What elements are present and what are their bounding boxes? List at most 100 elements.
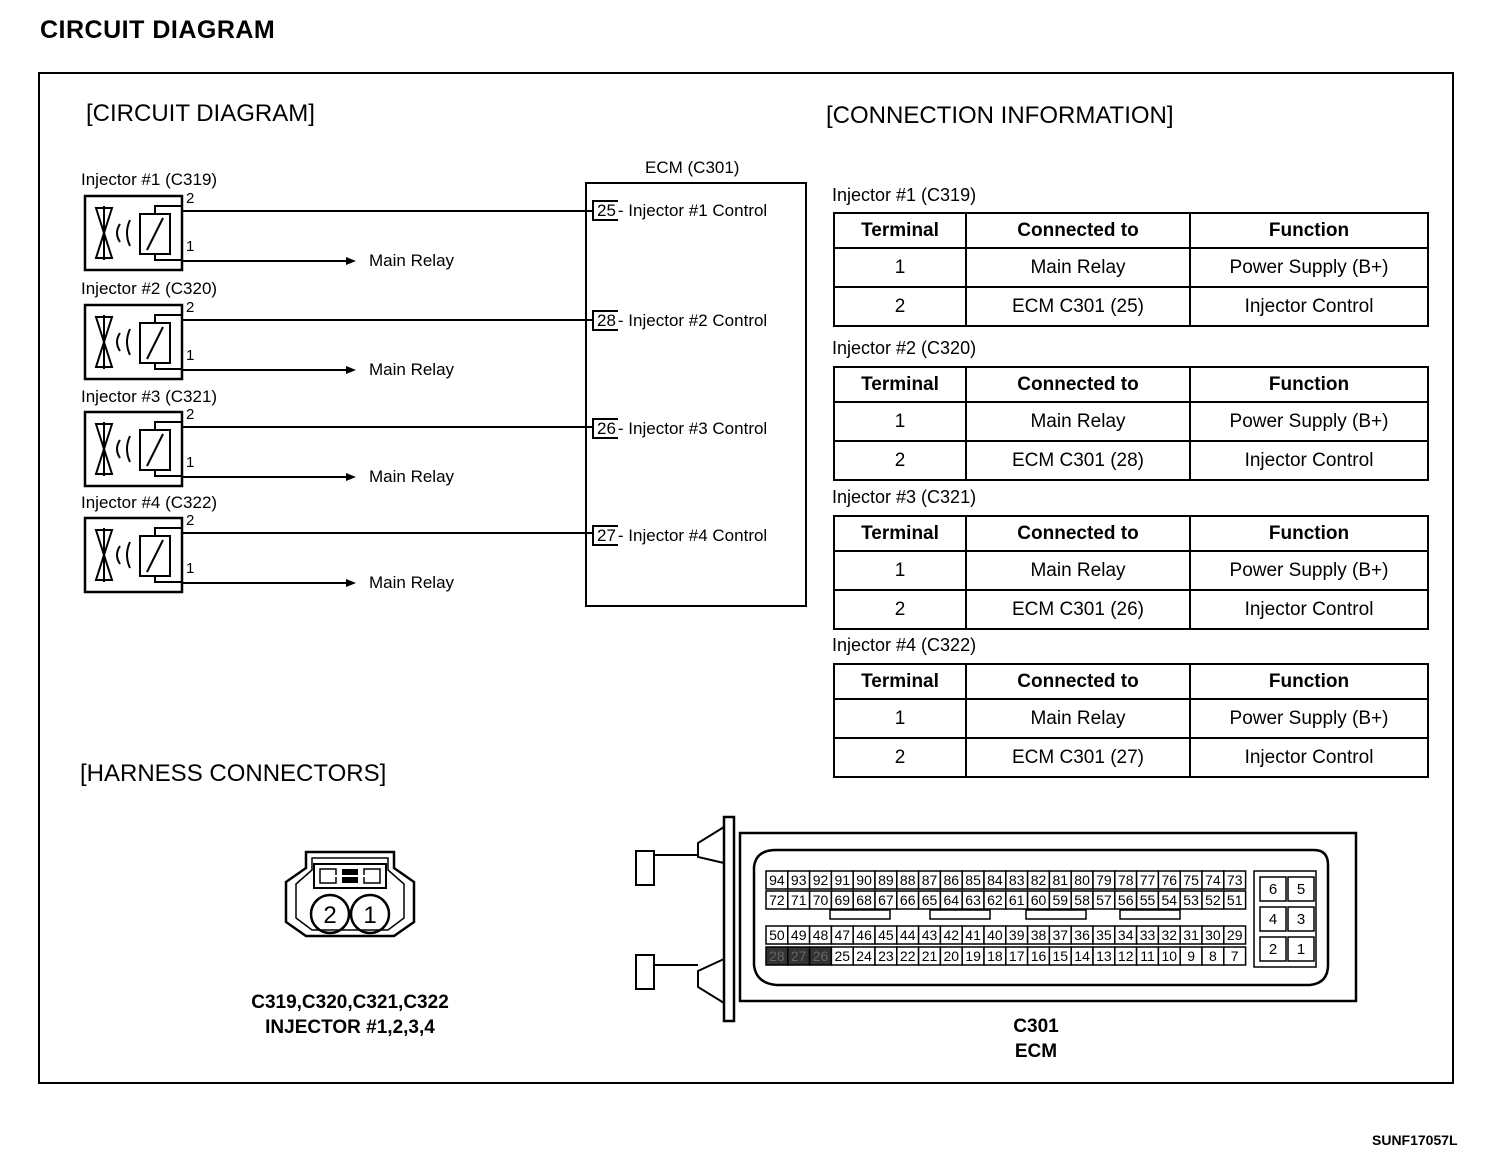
cell-function: Power Supply (B+) bbox=[1189, 698, 1429, 739]
ecm-pin-label: 14 bbox=[1074, 948, 1090, 964]
ecm-pin-label: 20 bbox=[944, 948, 960, 964]
relay-arrow-icon bbox=[346, 366, 356, 374]
ecm-pin-label: 15 bbox=[1053, 948, 1069, 964]
ecm-side-pin-label: 1 bbox=[1297, 941, 1305, 958]
injector-1-relay-label: Main Relay bbox=[369, 251, 455, 270]
header-connected: Connected to bbox=[965, 366, 1191, 403]
ecm-pin-label: 80 bbox=[1074, 872, 1090, 888]
ecm-pin-label: 75 bbox=[1183, 872, 1199, 888]
header-function: Function bbox=[1189, 366, 1429, 403]
ecm-pin-label: 66 bbox=[900, 892, 916, 908]
header-connected: Connected to bbox=[965, 212, 1191, 249]
ecm-pin-number: 26 bbox=[592, 418, 618, 439]
ecm-pin-label: 56 bbox=[1118, 892, 1134, 908]
ecm-pin-label: 37 bbox=[1053, 927, 1069, 943]
ecm-pin-label: 10 bbox=[1162, 948, 1178, 964]
cell-connected: Main Relay bbox=[965, 401, 1191, 442]
ecm-pin-label: 90 bbox=[856, 872, 872, 888]
ecm-side-pin-label: 4 bbox=[1269, 911, 1277, 928]
ecm-pin-label: 47 bbox=[835, 927, 851, 943]
ecm-pin-function: - Injector #2 Control bbox=[617, 311, 768, 330]
ecm-pin-label: 24 bbox=[856, 948, 872, 964]
ecm-pin-label: 13 bbox=[1096, 948, 1112, 964]
ecm-side-pin-label: 3 bbox=[1297, 911, 1305, 928]
cell-function: Power Supply (B+) bbox=[1189, 550, 1429, 591]
ecm-pin-label: 25 bbox=[835, 948, 851, 964]
injector-2-label: Injector #2 (C320) bbox=[81, 279, 218, 298]
pin-2-circle bbox=[309, 893, 351, 935]
connector-pin-2: 2 bbox=[323, 902, 336, 929]
ecm-pin-label: 22 bbox=[900, 948, 916, 964]
ecm-side-pin-label: 6 bbox=[1269, 881, 1277, 898]
ecm-pin-label: 60 bbox=[1031, 892, 1047, 908]
ecm-pin-cell bbox=[1223, 925, 1247, 945]
ecm-pin-label: 16 bbox=[1031, 948, 1047, 964]
relay-arrow-icon bbox=[346, 579, 356, 587]
ecm-pin-label: 76 bbox=[1162, 872, 1178, 888]
diagram-frame bbox=[38, 72, 1454, 1084]
ecm-pin-label: 40 bbox=[987, 927, 1003, 943]
cell-terminal: 2 bbox=[833, 286, 967, 327]
header-function: Function bbox=[1189, 515, 1429, 552]
ecm-pin-label: 43 bbox=[922, 927, 938, 943]
ecm-pin-label: 85 bbox=[965, 872, 981, 888]
connector-pin-1: 1 bbox=[363, 902, 376, 929]
ecm-pin-4-label: 27- Injector #4 Control bbox=[592, 525, 767, 546]
ecm-pin-label: 36 bbox=[1074, 927, 1090, 943]
injector-connector-caption-1: C319,C320,C321,C322 bbox=[251, 992, 449, 1013]
cell-connected: Main Relay bbox=[965, 698, 1191, 739]
ecm-pin-label: 54 bbox=[1162, 892, 1178, 908]
injector-connector-drawing: 2 1 bbox=[284, 850, 416, 938]
ecm-pin-function: - Injector #3 Control bbox=[617, 419, 768, 438]
ecm-pin-function: - Injector #4 Control bbox=[617, 526, 768, 545]
header-terminal: Terminal bbox=[833, 663, 967, 700]
harness-section-title: [HARNESS CONNECTORS] bbox=[80, 760, 387, 787]
ecm-side-pin-block bbox=[1253, 870, 1317, 968]
ecm-side-pin-cell bbox=[1259, 906, 1287, 932]
header-terminal: Terminal bbox=[833, 366, 967, 403]
ecm-side-pin-cell bbox=[1287, 906, 1315, 932]
cell-terminal: 1 bbox=[833, 550, 967, 591]
ecm-pin-label: 63 bbox=[965, 892, 981, 908]
table-3-title: Injector #3 (C321) bbox=[832, 487, 977, 507]
header-terminal: Terminal bbox=[833, 515, 967, 552]
injector-2-symbol bbox=[83, 303, 592, 381]
ecm-pin-label: 94 bbox=[769, 872, 785, 888]
ecm-pin-label: 86 bbox=[944, 872, 960, 888]
ecm-pin-label: 87 bbox=[922, 872, 938, 888]
injector-3-pin-2: 2 bbox=[186, 406, 195, 423]
injector-3-relay-label: Main Relay bbox=[369, 467, 455, 486]
ecm-pin-label: 27 bbox=[791, 948, 807, 964]
cell-terminal: 1 bbox=[833, 401, 967, 442]
ecm-pin-label: 30 bbox=[1205, 927, 1221, 943]
ecm-pin-label: 9 bbox=[1187, 948, 1195, 964]
ecm-pin-label: 8 bbox=[1209, 948, 1217, 964]
ecm-pin-number: 25 bbox=[592, 200, 618, 221]
ecm-pin-label: 42 bbox=[944, 927, 960, 943]
ecm-pin-label: 35 bbox=[1096, 927, 1112, 943]
ecm-pin-label: 32 bbox=[1162, 927, 1178, 943]
ecm-pin-cell bbox=[1223, 870, 1247, 890]
ecm-pin-label: 45 bbox=[878, 927, 894, 943]
ecm-pin-label: 59 bbox=[1053, 892, 1069, 908]
ecm-side-pin-cell bbox=[1287, 936, 1315, 962]
ecm-pin-number: 28 bbox=[592, 310, 618, 331]
injector-4-pin-1: 1 bbox=[186, 560, 195, 577]
ecm-pin-label: 72 bbox=[769, 892, 785, 908]
ecm-pin-label: 64 bbox=[944, 892, 960, 908]
ecm-pin-label: 38 bbox=[1031, 927, 1047, 943]
ecm-title: ECM (C301) bbox=[645, 158, 740, 177]
ecm-pin-label: 31 bbox=[1183, 927, 1199, 943]
ecm-pin-label: 49 bbox=[791, 927, 807, 943]
